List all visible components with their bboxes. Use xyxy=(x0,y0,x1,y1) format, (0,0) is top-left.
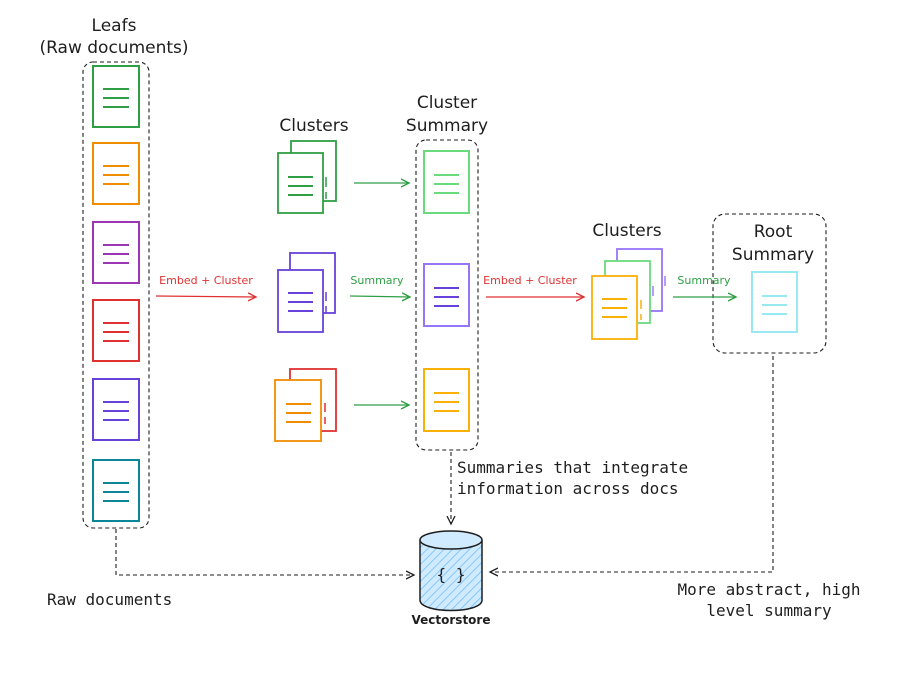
summary-label-2: Summary xyxy=(677,274,731,287)
document-icon xyxy=(423,368,470,432)
summary-doc-yellow xyxy=(423,368,470,432)
leaf-doc-teal xyxy=(92,459,140,522)
summaries-note-line2: information across docs xyxy=(457,479,679,498)
embed-cluster-label-2: Embed + Cluster xyxy=(483,274,577,287)
root-summary-title: Root xyxy=(754,222,793,242)
document-icon xyxy=(751,271,798,333)
leafs-to-vectorstore-connector xyxy=(115,529,414,575)
leafs-subtitle: (Raw documents) xyxy=(39,38,188,58)
leaf-doc-red xyxy=(92,299,140,362)
abstract-note-line2: level summary xyxy=(706,601,832,620)
clusters-title-1: Clusters xyxy=(279,116,348,136)
root-to-vectorstore-connector xyxy=(490,356,774,572)
document-icon xyxy=(423,263,470,327)
document-icon xyxy=(92,299,140,362)
vectorstore-glyph: { } xyxy=(437,565,466,584)
document-icon xyxy=(92,65,140,128)
summaries-note-line1: Summaries that integrate xyxy=(457,458,688,477)
summary-doc-green xyxy=(423,150,470,214)
document-icon xyxy=(92,221,140,284)
leafs-group xyxy=(82,61,150,529)
summary-arrow-purple xyxy=(349,296,410,297)
root-summary-doc xyxy=(751,271,798,333)
leaf-doc-green xyxy=(92,65,140,128)
abstract-note-line1: More abstract, high xyxy=(677,580,860,599)
cluster-summary-title: Cluster xyxy=(417,93,477,113)
vectorstore: { } Vectorstore xyxy=(412,530,491,627)
summary-label-1: Summary xyxy=(350,274,404,287)
root-summary-subtitle: Summary xyxy=(732,245,814,265)
leaf-doc-indigo xyxy=(92,378,140,441)
document-icon xyxy=(92,142,140,205)
document-stack-icon xyxy=(277,252,336,333)
summary-doc-purple xyxy=(423,263,470,327)
cluster-summary-group xyxy=(415,139,479,451)
database-icon xyxy=(419,530,483,612)
cluster-summary-subtitle: Summary xyxy=(406,116,488,136)
document-stack-icon xyxy=(274,368,337,442)
document-icon xyxy=(92,459,140,522)
leaf-doc-purple xyxy=(92,221,140,284)
document-icon xyxy=(423,150,470,214)
leafs-title: Leafs xyxy=(92,16,137,36)
document-stack-icon xyxy=(277,140,337,214)
document-icon xyxy=(92,378,140,441)
cluster-stack-2 xyxy=(591,248,666,340)
vectorstore-label: Vectorstore xyxy=(412,613,491,627)
clusters-title-2: Clusters xyxy=(592,221,661,241)
cluster-stack-orange-red xyxy=(274,368,337,442)
document-stack-icon xyxy=(591,248,666,340)
raw-documents-note: Raw documents xyxy=(47,590,172,609)
embed-cluster-label-1: Embed + Cluster xyxy=(159,274,253,287)
cluster-stack-green xyxy=(277,140,337,214)
cluster-stack-purple xyxy=(277,252,336,333)
embed-cluster-arrow-1 xyxy=(155,296,256,297)
leaf-doc-orange xyxy=(92,142,140,205)
root-summary-group xyxy=(712,213,827,354)
